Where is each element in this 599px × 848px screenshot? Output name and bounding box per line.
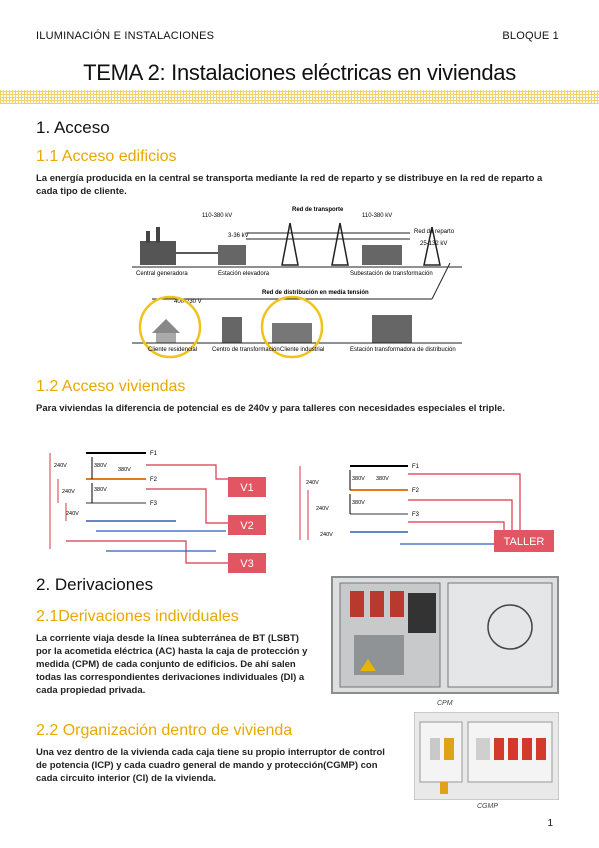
section-2-heading: 2. Derivaciones <box>36 575 154 594</box>
label-f3-right: F3 <box>412 512 420 518</box>
section-2-1-heading: 2.1Derivaciones individuales <box>36 608 239 625</box>
v2-box: V2 <box>228 515 266 535</box>
label-v-small: 3-36 kV <box>228 233 249 239</box>
power-plant-icon <box>140 241 176 265</box>
header-left: ILUMINACIÓN E INSTALACIONES <box>36 30 215 42</box>
v3-box: V3 <box>228 553 266 573</box>
title-underline <box>0 90 599 104</box>
label-v1: V1 <box>240 482 253 494</box>
label-f3-left: F3 <box>150 501 158 507</box>
label-f1-left: F1 <box>150 451 158 457</box>
wiring-diagram-taller: F1 F2 F3 240V 380V 380V 240V 380V 240V T… <box>299 464 554 552</box>
section-1-heading: 1. Acceso <box>36 118 110 137</box>
section-2-2-heading: 2.2 Organización dentro de vivienda <box>36 722 293 739</box>
label-red-distribucion: Red de distribución en media tensión <box>262 290 369 296</box>
label-subestacion: Subestación de transformación <box>350 271 433 277</box>
label-central: Central generadora <box>136 271 188 277</box>
label-240v-rc: 240V <box>320 532 333 538</box>
header-right: BLOQUE 1 <box>502 30 559 42</box>
label-red-reparto: Red de reparto <box>414 229 455 235</box>
power-grid-diagram: Red de transporte 110-380 kV 110-380 kV … <box>132 207 462 359</box>
label-f2-left: F2 <box>150 477 158 483</box>
label-taller: TALLER <box>504 536 545 548</box>
page-number: 1 <box>547 818 553 829</box>
label-f1-right: F1 <box>412 464 420 470</box>
wiring-diagram-viviendas: F1 F2 F3 240V 380V 380V 240V 380V 240V V… <box>49 451 266 573</box>
label-v-left: 110-380 kV <box>202 213 232 219</box>
label-380v-rb: 380V <box>376 476 389 482</box>
cpm-photo <box>331 576 559 694</box>
label-240v-ra: 240V <box>306 480 319 486</box>
section-1-2-heading: 1.2 Acceso viviendas <box>36 378 186 395</box>
cpm-caption: CPM <box>437 700 453 707</box>
label-380v-c: 380V <box>94 487 107 493</box>
cgmp-photo <box>414 712 559 800</box>
label-380v-ra: 380V <box>352 476 365 482</box>
label-v-right: 110-380 kV <box>362 213 392 219</box>
label-cliente-industrial: Cliente industrial <box>280 347 324 353</box>
taller-box: TALLER <box>494 530 554 552</box>
cgmp-caption: CGMP <box>477 803 498 810</box>
label-centro-transformacion: Centro de transformación <box>212 347 280 353</box>
section-1-1-heading: 1.1 Acceso edificios <box>36 148 177 165</box>
label-380v-a: 380V <box>94 463 107 469</box>
label-240v-a: 240V <box>54 463 67 469</box>
label-240v-b: 240V <box>62 489 75 495</box>
label-380v-rc: 380V <box>352 500 365 506</box>
label-v3: V3 <box>240 558 253 570</box>
highlight-circle-industrial <box>260 295 324 359</box>
label-estacion-elevadora: Estación elevadora <box>218 271 270 277</box>
label-v2: V2 <box>240 520 253 532</box>
page-title: TEMA 2: Instalaciones eléctricas en vivi… <box>83 60 516 85</box>
label-v-reparto: 25-132 kV <box>420 241 447 247</box>
step-up-station-icon <box>218 245 246 265</box>
section-1-1-text: La energía producida en la central se tr… <box>36 173 543 197</box>
label-240v-rb: 240V <box>316 506 329 512</box>
transmission-tower-icon <box>281 222 299 266</box>
label-estacion-transformadora: Estación transformadora de distribución <box>350 347 456 353</box>
section-2-1-text: La corriente viaja desde la línea subter… <box>36 633 308 696</box>
section-2-2-text: Una vez dentro de la vivienda cada caja … <box>36 747 385 784</box>
label-red-transporte: Red de transporte <box>292 207 344 213</box>
label-cliente-residencial: Cliente residencial <box>148 347 197 353</box>
label-240v-c: 240V <box>66 511 79 517</box>
label-380v-b: 380V <box>118 467 131 473</box>
v1-box: V1 <box>228 477 266 497</box>
substation-icon <box>362 245 402 265</box>
highlight-circle-residencial <box>138 295 202 359</box>
section-1-2-text: Para viviendas la diferencia de potencia… <box>36 403 505 414</box>
label-f2-right: F2 <box>412 488 420 494</box>
